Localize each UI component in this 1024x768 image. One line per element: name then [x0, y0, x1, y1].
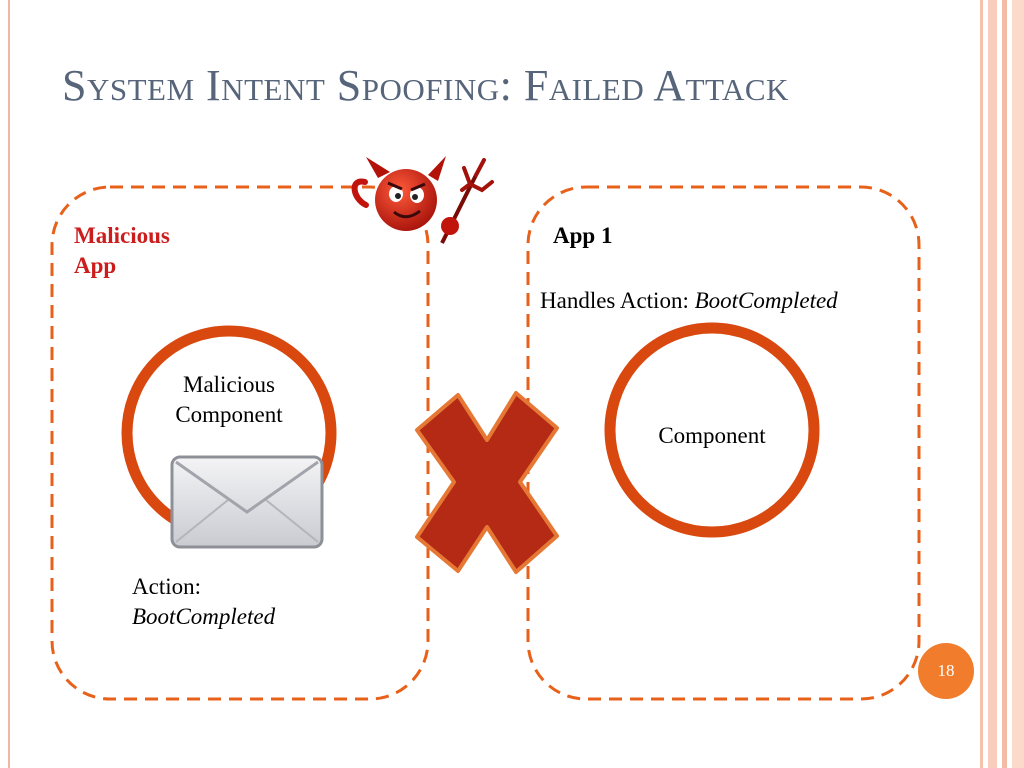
- devil-icon: [351, 156, 494, 244]
- cross-icon: [415, 391, 559, 574]
- malicious-app-label-line2: App: [74, 253, 117, 278]
- page-number-badge: 18: [918, 643, 974, 699]
- handles-action-prefix: Handles Action:: [540, 288, 695, 313]
- slide-left-border: [0, 0, 10, 768]
- component-label: Component: [658, 423, 766, 448]
- action-label: Action:: [132, 574, 201, 599]
- slide-title: System Intent Spoofing: Failed Attack: [62, 61, 789, 110]
- malicious-component-label-line1: Malicious: [183, 372, 275, 397]
- slide-right-stripes: [978, 0, 1024, 768]
- envelope-icon: [170, 455, 324, 549]
- malicious-component-label-line2: Component: [175, 402, 283, 427]
- malicious-app-label-line1: Malicious: [74, 223, 170, 248]
- component-circle: [604, 322, 820, 538]
- action-value: BootCompleted: [132, 604, 276, 629]
- handles-action-label: Handles Action: BootCompleted: [540, 286, 838, 316]
- handles-action-value: BootCompleted: [694, 288, 838, 313]
- app1-label: App 1: [553, 223, 613, 248]
